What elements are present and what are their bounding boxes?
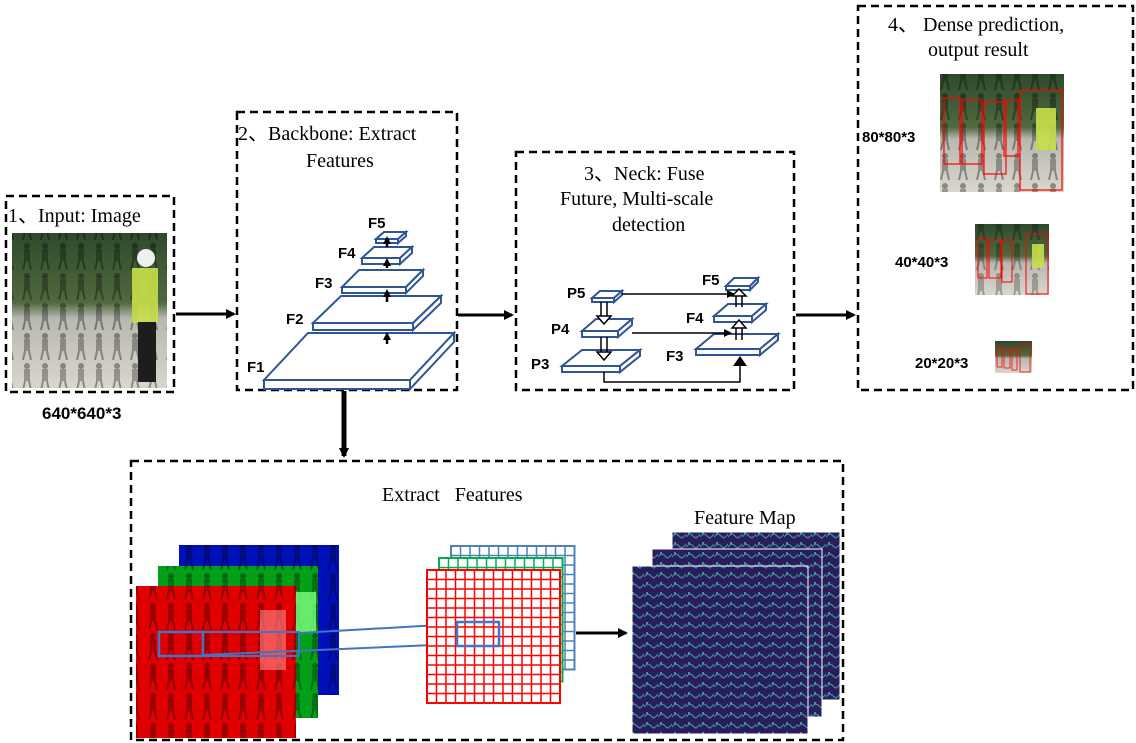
neck-title-line3: detection — [612, 214, 685, 236]
kernel-window-wide — [158, 631, 300, 657]
feature-map-stack — [631, 531, 841, 735]
prediction-image-40 — [975, 224, 1049, 295]
backbone-layer-f3 — [339, 267, 426, 296]
prediction-title-line1: 4、 Dense prediction, — [888, 14, 1064, 36]
backbone-label-f1: F1 — [247, 359, 265, 376]
backbone-label-f2: F2 — [286, 311, 304, 328]
backbone-layer-f2 — [310, 293, 444, 333]
neck-link-p3-f3 — [603, 364, 741, 383]
extract-title: Extract Features — [382, 484, 523, 506]
kernel-projection-bottom — [202, 643, 458, 656]
channel-red — [136, 586, 296, 738]
neck-arrow-p4-p3 — [595, 337, 613, 362]
prediction-image-20 — [995, 341, 1032, 373]
neck-box — [514, 150, 796, 392]
input-size-label: 640*640*3 — [42, 404, 121, 423]
neck-link-p3-f3-head — [733, 356, 747, 366]
input-box — [4, 194, 176, 394]
grid-kernel-highlight — [455, 620, 501, 648]
prediction-title-line2: output result — [928, 39, 1029, 61]
neck-layer-p3 — [559, 347, 643, 375]
neck-label-p5: P5 — [567, 285, 585, 302]
backbone-layer-f5 — [373, 229, 409, 246]
backbone-label-f5: F5 — [368, 215, 386, 232]
neck-label-p3: P3 — [531, 356, 549, 373]
backbone-layer-f1 — [261, 330, 457, 392]
backbone-title-line1: 2、Backbone: Extract — [238, 123, 417, 145]
feature-map-front — [631, 565, 809, 735]
neck-layer-p4 — [579, 316, 635, 340]
backbone-label-f4: F4 — [338, 245, 356, 262]
prediction-image-80 — [940, 74, 1064, 192]
grid-red — [426, 569, 561, 704]
neck-arrow-f4-f5 — [730, 287, 748, 307]
neck-layer-f5 — [723, 275, 761, 293]
neck-title-line1: 3、Neck: Fuse — [584, 163, 705, 185]
backbone-title-line2: Features — [306, 150, 374, 172]
neck-label-p4: P4 — [551, 321, 570, 338]
prediction-box — [856, 4, 1135, 392]
feature-map-label: Feature Map — [694, 507, 796, 529]
input-title: 1、Input: Image — [8, 205, 141, 227]
neck-arrow-f3-f4 — [730, 318, 748, 340]
prediction-scale-20: 20*20*3 — [915, 355, 968, 372]
neck-layer-p5 — [589, 288, 625, 305]
prediction-scale-80: 80*80*3 — [862, 129, 915, 146]
neck-label-f3: F3 — [666, 348, 684, 365]
neck-arrow-p5-p4 — [595, 302, 613, 326]
backbone-label-f3: F3 — [315, 275, 333, 292]
neck-layer-f4 — [711, 301, 769, 325]
extract-box — [129, 459, 845, 742]
prediction-scale-40: 40*40*3 — [895, 254, 948, 271]
input-photo — [12, 233, 167, 388]
neck-label-f4: F4 — [686, 310, 704, 327]
neck-label-f5: F5 — [702, 272, 720, 289]
neck-layer-f3 — [693, 331, 781, 358]
neck-title-line2: Future, Multi-scale — [560, 188, 713, 210]
backbone-box — [235, 110, 459, 392]
